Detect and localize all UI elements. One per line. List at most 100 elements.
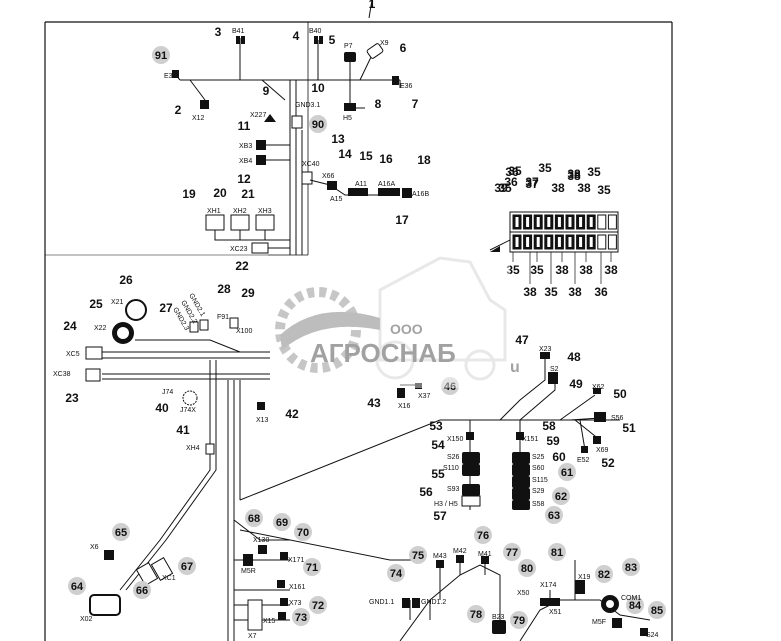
callout-20: 20	[213, 186, 227, 200]
callout-number: 90	[312, 119, 324, 131]
connector-label: X50	[517, 590, 530, 597]
connector-label: X21	[111, 299, 124, 306]
connector-label: XH3	[258, 208, 272, 215]
callout-9: 9	[263, 84, 270, 98]
callout-69: 69	[273, 513, 291, 531]
connector-label: X9	[380, 40, 389, 47]
callout-number: 60	[552, 450, 566, 464]
callout-26: 26	[119, 273, 133, 287]
callout-number: 68	[248, 513, 260, 525]
callout-number: 64	[71, 581, 84, 593]
callout-number: 58	[542, 419, 556, 433]
callout-highlight	[245, 509, 263, 527]
callout-number: 63	[548, 510, 560, 522]
callout-52: 52	[601, 456, 615, 470]
callout-17: 17	[395, 213, 409, 227]
callout-3: 3	[215, 25, 222, 39]
callout-61: 61	[558, 463, 576, 481]
connector-label: M5F	[592, 619, 606, 626]
callout-highlight	[68, 577, 86, 595]
connector-label: M43	[433, 553, 447, 560]
fuse-element	[557, 217, 561, 227]
connector-label: X02	[80, 616, 93, 623]
callout-number: 40	[155, 401, 169, 415]
connector-label: S93	[447, 486, 460, 493]
callout-number: 24	[63, 319, 77, 333]
callout-number: 7	[412, 97, 419, 111]
fuse-slot	[607, 214, 617, 230]
callout-number: 43	[367, 396, 381, 410]
callout-39: 39	[494, 181, 508, 195]
callout-59: 59	[546, 434, 560, 448]
callout-4: 4	[293, 29, 300, 43]
callout-28: 28	[217, 282, 231, 296]
callout-number: 53	[429, 419, 443, 433]
connector-label: X22	[94, 325, 107, 332]
fuse-element	[536, 237, 540, 247]
callout-number: 72	[312, 600, 324, 612]
callout-1-leader	[368, 0, 373, 19]
callout-number: 12	[237, 172, 251, 186]
callout-77: 77	[503, 543, 521, 561]
fuse-number-top: 38	[551, 181, 565, 195]
callout-90: 90	[309, 115, 327, 133]
callout-48: 48	[567, 350, 581, 364]
connector-label: XC1	[162, 575, 176, 582]
fuse-number-bottom: 38	[579, 263, 593, 277]
callout-number: 39	[494, 181, 508, 195]
callout-62: 62	[552, 487, 570, 505]
callout-29: 29	[241, 286, 255, 300]
callout-number: 11	[238, 119, 251, 133]
callout-highlight	[273, 513, 291, 531]
connector-label: X37	[418, 393, 431, 400]
connector-label: S60	[532, 465, 545, 472]
bottom-harness	[399, 555, 651, 641]
callout-number: 1	[369, 0, 376, 11]
connector-label: A16A	[378, 181, 395, 188]
combine-harvester-icon	[375, 256, 507, 381]
callout-number: 10	[311, 81, 325, 95]
callout-21: 21	[241, 187, 255, 201]
callout-number: 56	[419, 485, 433, 499]
callout-number: 54	[431, 438, 445, 452]
connector-label: X66	[322, 173, 335, 180]
callout-number: 35	[508, 164, 522, 178]
fuse-element	[579, 237, 583, 247]
connector-label: X73	[289, 600, 302, 607]
fuse-element	[547, 237, 551, 247]
callout-16: 16	[379, 152, 393, 166]
connector-label: M42	[453, 548, 467, 555]
callout-number: 6	[400, 41, 407, 55]
fuse-element	[515, 217, 519, 227]
fuse-element	[515, 237, 519, 247]
connector-label: B40	[309, 28, 322, 35]
callout-58: 58	[542, 419, 556, 433]
callout-number: 42	[285, 407, 299, 421]
callout-highlight	[292, 608, 310, 626]
fuse-number-top: 35	[597, 183, 611, 197]
callout-number: 67	[181, 561, 193, 573]
fuse-number-bottom: 38	[523, 285, 537, 299]
callout-7: 7	[412, 97, 419, 111]
fuse-number-top: 35	[498, 181, 512, 195]
connector-label: X15	[263, 618, 276, 625]
callout-74: 74	[387, 564, 405, 582]
connector-label: GND1.1	[369, 599, 394, 606]
connector-label: XC23	[230, 246, 248, 253]
callout-number: 38	[567, 167, 581, 181]
callout-1: 1	[369, 0, 376, 11]
callout-41: 41	[176, 423, 190, 437]
connector-label: X6	[90, 544, 99, 551]
watermark-suffix: u	[510, 359, 520, 376]
callout-72: 72	[309, 596, 327, 614]
callout-75: 75	[409, 546, 427, 564]
callout-91: 91	[152, 46, 170, 64]
callout-84: 84	[626, 596, 644, 614]
fuse-element	[568, 217, 572, 227]
callout-number: 76	[477, 530, 489, 542]
callout-highlight	[622, 558, 640, 576]
callout-highlight	[545, 506, 563, 524]
callout-2: 2	[175, 103, 182, 117]
fuse-number-bottom: 38	[568, 285, 582, 299]
callout-number: 36	[504, 175, 518, 189]
